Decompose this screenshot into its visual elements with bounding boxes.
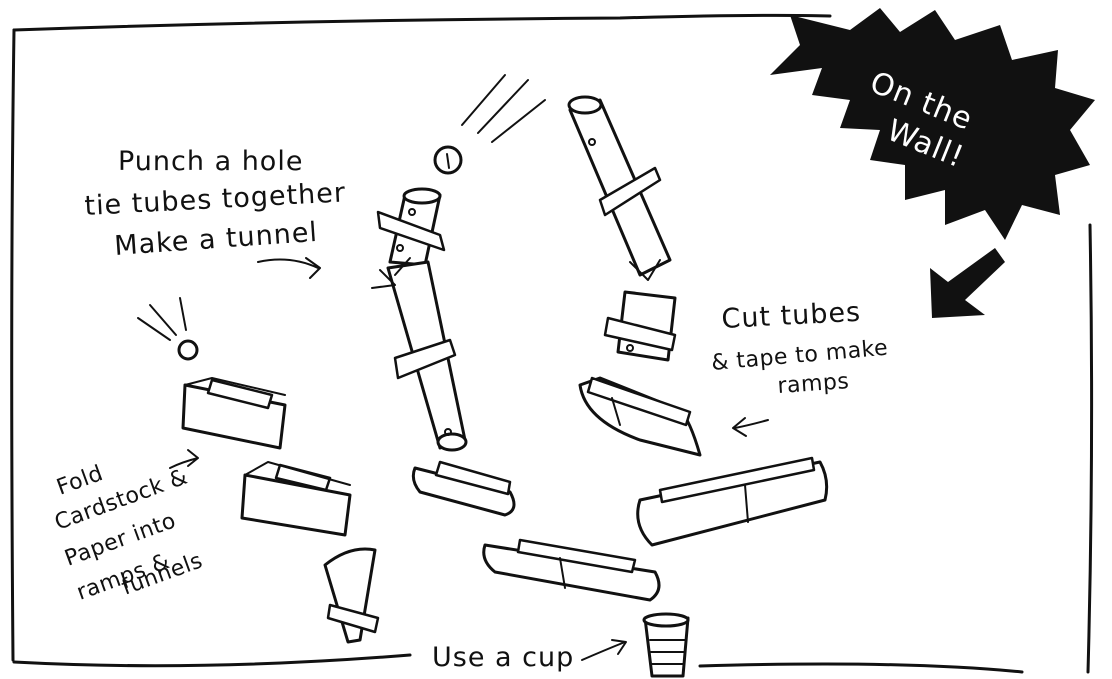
note-ramps-line-3: ramps (777, 369, 850, 399)
arrow-down-left-icon (930, 248, 1005, 318)
note-cup: Use a cup (432, 639, 627, 673)
paper-funnel (323, 547, 380, 644)
note-fold: Fold Cardstock & Paper into ramps & funn… (52, 449, 206, 606)
note-tunnel-line-1: Punch a hole (118, 146, 303, 177)
tube-tunnel (371, 187, 468, 452)
burst-shape (770, 8, 1095, 240)
on-the-wall-burst: On the Wall! (770, 8, 1095, 240)
note-tunnel: Punch a hole tie tubes together Make a t… (84, 146, 347, 279)
cardstock-ramp-1 (181, 377, 287, 450)
falling-marble-left (137, 297, 199, 361)
note-fold-arrow (169, 449, 199, 469)
tube-ramp-3 (636, 456, 829, 547)
falling-marble-top (433, 74, 546, 175)
note-tunnel-line-2: tie tubes together (84, 177, 347, 222)
note-cup-text: Use a cup (432, 642, 574, 673)
note-ramps: Cut tubes & tape to make ramps (710, 297, 889, 437)
note-tunnel-arrow (257, 257, 321, 279)
cardstock-ramp-2 (240, 461, 352, 537)
tube-ramp-1 (578, 376, 702, 457)
note-ramps-arrow (732, 417, 769, 437)
tube-ramp-4 (482, 538, 661, 602)
sketch-frame (10, 13, 1094, 674)
note-ramps-line-1: Cut tubes (721, 297, 862, 335)
tube-bend (567, 95, 677, 362)
note-ramps-line-2: & tape to make (710, 336, 889, 376)
cup (642, 612, 690, 678)
note-cup-arrow (581, 639, 627, 661)
tube-ramp-2 (411, 460, 516, 517)
note-tunnel-line-3: Make a tunnel (113, 217, 319, 262)
